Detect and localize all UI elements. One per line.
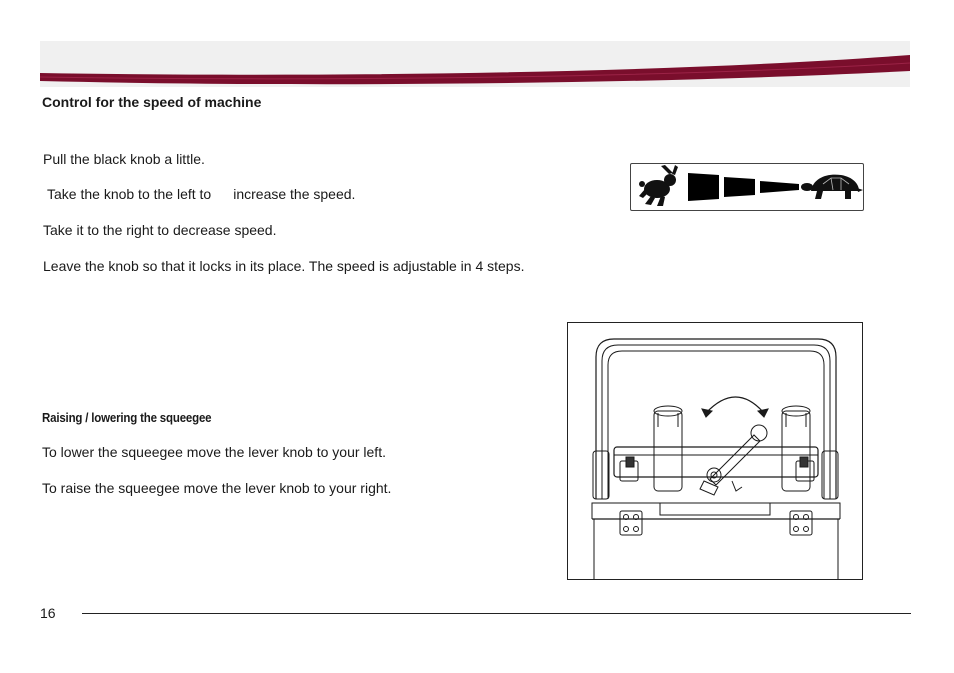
footer-rule	[82, 613, 911, 614]
rabbit-icon	[639, 165, 678, 206]
speed-steps	[688, 173, 799, 201]
lever-knob	[699, 424, 768, 496]
speed-indicator-panel	[630, 163, 864, 211]
section-title: Control for the speed of machine	[42, 94, 262, 110]
turtle-icon	[801, 174, 863, 199]
speed-instruction-2a: Take the knob to the left to	[47, 186, 212, 202]
speed-step-1	[688, 173, 719, 201]
header-band	[40, 41, 910, 87]
speed-instruction-4: Leave the knob so that it locks in its p…	[43, 258, 525, 274]
page-number: 16	[40, 605, 56, 621]
double-arrow-icon	[701, 396, 769, 418]
speed-instruction-3: Take it to the right to decrease speed.	[43, 222, 277, 238]
speed-step-2	[724, 177, 755, 197]
speed-step-3	[760, 181, 799, 193]
squeegee-instruction-2: To raise the squeegee move the lever kno…	[42, 480, 392, 496]
squeegee-instruction-1: To lower the squeegee move the lever kno…	[42, 444, 386, 460]
squeegee-lever-illustration	[567, 322, 863, 580]
speed-instruction-1: Pull the black knob a little.	[43, 151, 205, 167]
speed-instruction-2: Take the knob to the left to increase the…	[47, 185, 355, 203]
squeegee-title: Raising / lowering the squeegee	[42, 411, 212, 425]
right-bolt-plate	[789, 510, 813, 536]
speed-instruction-2b: increase the speed.	[233, 186, 356, 202]
left-bolt-plate	[619, 510, 643, 536]
